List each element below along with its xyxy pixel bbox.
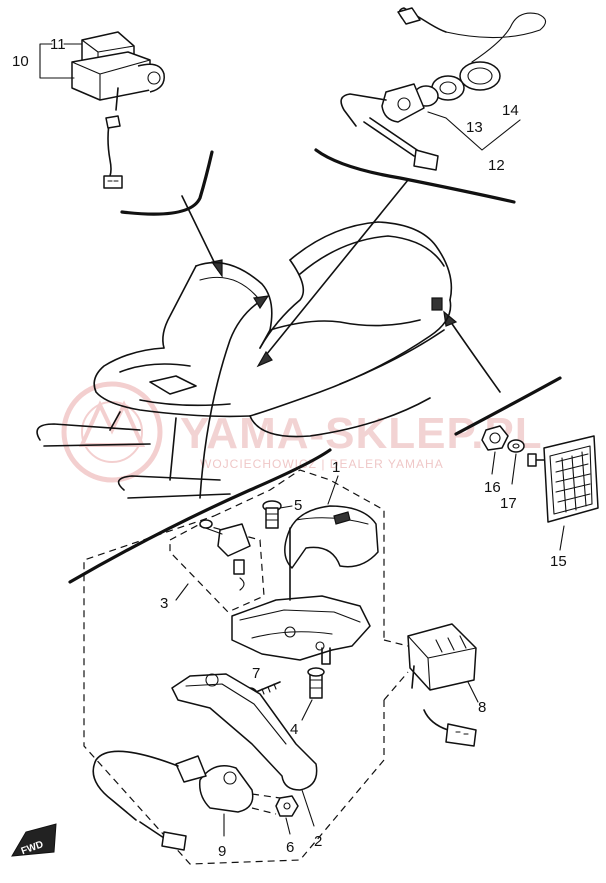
- callout-bracket-12-14: [427, 111, 521, 151]
- callout-17: 17: [500, 495, 517, 512]
- leader-2: [301, 789, 315, 827]
- bolt-4: [307, 667, 325, 699]
- section-bar-tail-light: [454, 376, 562, 436]
- callout-5: 5: [294, 497, 302, 514]
- assembly-boundary: [83, 469, 385, 865]
- callout-10: 10: [12, 53, 29, 70]
- leader-8: [467, 681, 479, 703]
- tail-light-assembly: [481, 425, 599, 551]
- snowmobile-outline: [36, 221, 453, 499]
- connector-8: [407, 623, 477, 747]
- leader-6: [285, 817, 291, 835]
- section-bar-handlebar: [68, 448, 332, 584]
- callout-7: 7: [252, 665, 260, 682]
- callout-3: 3: [160, 595, 168, 612]
- relay-assembly: [71, 31, 165, 189]
- section-bar-ignition: [314, 148, 516, 204]
- callout-12: 12: [488, 157, 505, 174]
- callout-8: 8: [478, 699, 486, 716]
- nut-16: [481, 425, 509, 451]
- callout-1: 1: [332, 459, 340, 476]
- callout-13: 13: [466, 119, 483, 136]
- lever-holder: [231, 527, 371, 665]
- assembly-link-6: [251, 793, 281, 815]
- watermark-logo-icon: [61, 381, 163, 483]
- callout-2: 2: [314, 833, 322, 850]
- callout-4: 4: [290, 721, 298, 738]
- callout-9: 9: [218, 843, 226, 860]
- callout-14: 14: [502, 102, 519, 119]
- nut-6: [275, 795, 299, 817]
- leader-arrows: [181, 179, 501, 499]
- ignition-switch-assembly: [340, 7, 547, 171]
- callout-16: 16: [484, 479, 501, 496]
- forward-direction-icon: FWD: [11, 823, 57, 857]
- leader-1: [327, 475, 339, 505]
- lever-cover-part: [284, 505, 379, 569]
- throttle-lever-2: [171, 673, 318, 791]
- callout-bracket-10-11: [39, 43, 83, 79]
- throttle-housing-9: [92, 750, 254, 851]
- watermark: YAMA-SKLEP.PL WOJCIECHOWICZ | DEALER YAM…: [61, 381, 543, 483]
- callout-11: 11: [50, 36, 66, 53]
- leader-3: [175, 583, 189, 601]
- bolt-5: [262, 500, 282, 529]
- assembly-link-8: [383, 639, 409, 701]
- washer-17: [507, 439, 525, 453]
- sub-assembly-boundary-3: [169, 523, 265, 613]
- watermark-tagline: WOJCIECHOWICZ | DEALER YAMAHA: [200, 457, 444, 471]
- callout-6: 6: [286, 839, 294, 856]
- leader-4: [301, 699, 313, 721]
- kill-switch-3: [199, 519, 251, 591]
- watermark-brand: YAMA-SKLEP.PL: [180, 409, 543, 458]
- callout-15: 15: [550, 553, 567, 570]
- section-bar-relay: [120, 150, 214, 216]
- tail-light-lens-pattern: [555, 451, 591, 513]
- leader-5: [279, 505, 293, 509]
